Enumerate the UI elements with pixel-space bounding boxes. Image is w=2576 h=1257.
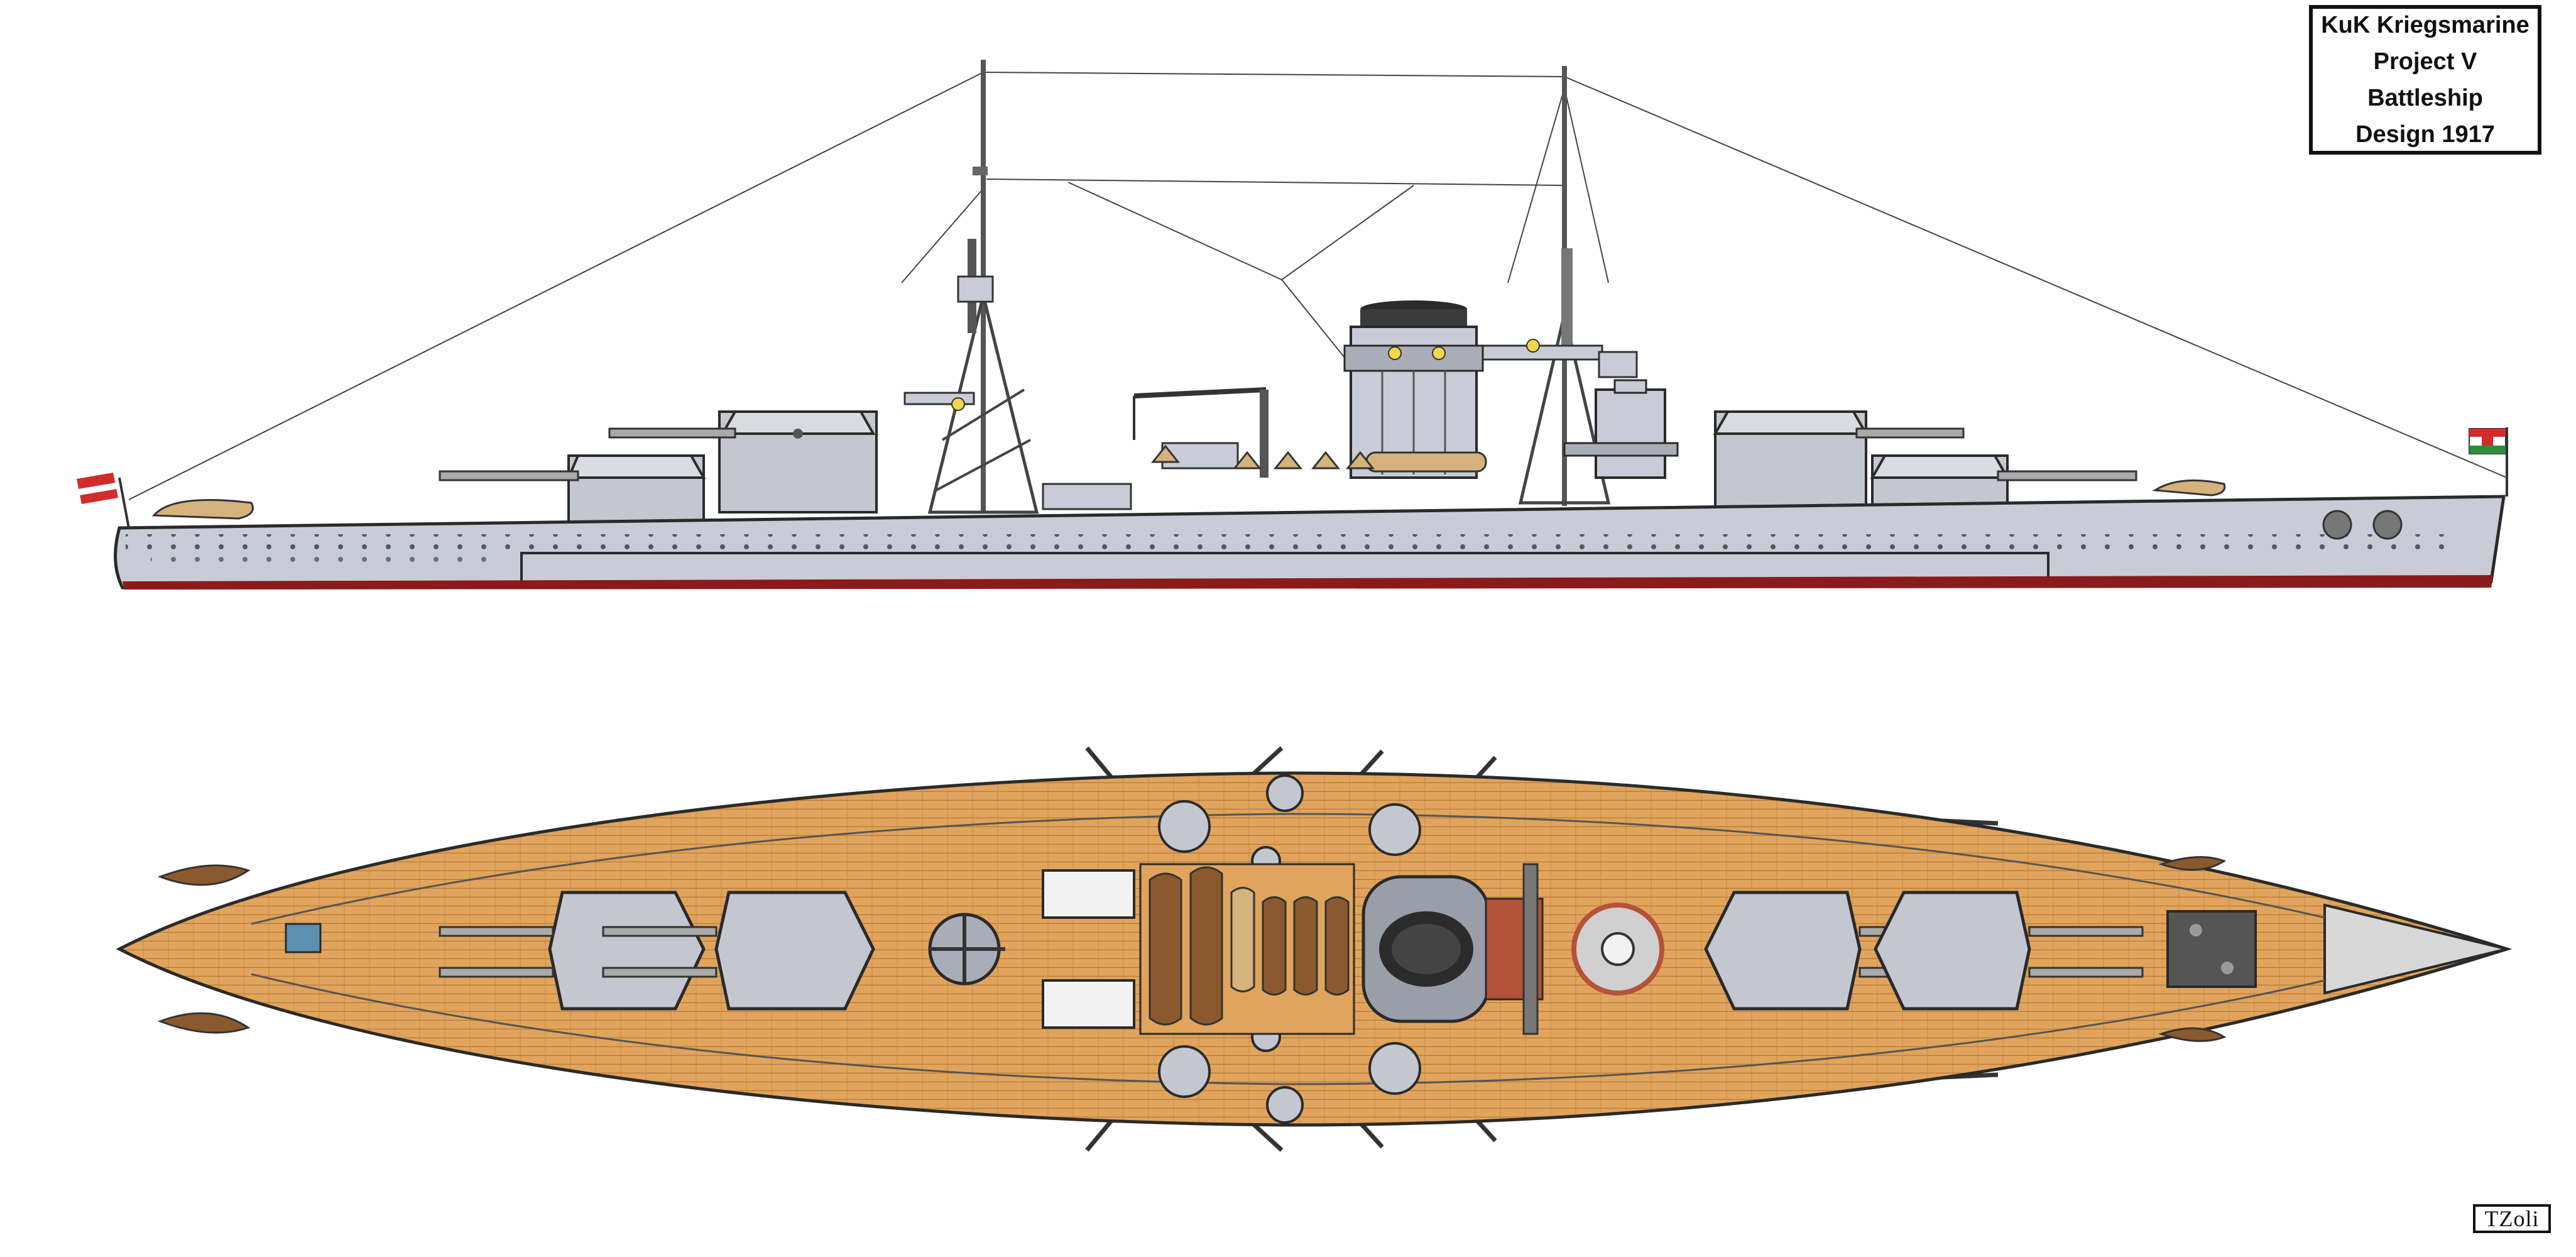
lifeboat-icon [151, 499, 254, 520]
stern-hatch [285, 923, 322, 953]
skylight [1042, 979, 1135, 1029]
lifeboat-icon [1230, 887, 1255, 992]
austria-hungary-ensign-icon [77, 473, 130, 529]
side-profile-view [77, 60, 2508, 590]
title-cartouche: KuK Kriegsmarine Project V Battleship De… [2309, 5, 2541, 155]
title-line-design: Design 1917 [2355, 121, 2495, 148]
artist-signature: TZoli [2473, 1204, 2551, 1233]
mainmast [1475, 66, 1638, 506]
turret-a-plan [439, 891, 706, 1011]
lifeboat-icon [1293, 896, 1318, 996]
funnel-top [1362, 863, 1664, 1035]
lifeboat-icon [1324, 896, 1350, 996]
deck-tracks [251, 813, 2325, 1085]
lifeboat-icon [2158, 1027, 2227, 1042]
skylight [1042, 869, 1135, 919]
hull-profile [114, 495, 2506, 590]
lifeboat-icon [1149, 872, 1182, 1026]
turret-y-plan [1874, 891, 2144, 1011]
title-line-navy: KuK Kriegsmarine [2321, 12, 2530, 38]
turret-x-profile [1713, 410, 1965, 513]
searchlight-icon [1526, 339, 1540, 353]
boat-crane [1042, 387, 1375, 510]
title-line-type: Battleship [2367, 85, 2483, 111]
lifeboat-icon [2158, 856, 2227, 871]
bow-deck [2323, 903, 2508, 995]
searchlight-icon [1432, 346, 1446, 360]
turret-a-profile [608, 410, 878, 513]
lifeboat-icon [1262, 896, 1287, 996]
title-line-project: Project V [2373, 48, 2477, 75]
foremast [903, 60, 1039, 514]
funnel [951, 300, 1540, 479]
boat-deck [1139, 863, 1355, 1035]
naval-jack-icon [2469, 427, 2508, 497]
lifeboat-icon [157, 1012, 251, 1034]
anchor-icon [2372, 510, 2403, 540]
searchlight-icon [1388, 346, 1402, 360]
turret-b-plan [602, 891, 875, 1011]
searchlight-icon [951, 397, 965, 411]
anchor-icon [2322, 510, 2352, 540]
plan-view [116, 746, 2513, 1152]
anchor-gear [2166, 910, 2257, 988]
rigging-lines [128, 72, 2508, 500]
lifeboat-icon [2152, 479, 2226, 497]
lifeboat-icon [1189, 866, 1223, 1026]
aft-superstructure [1563, 379, 1679, 479]
lifeboat-icon [157, 864, 251, 886]
